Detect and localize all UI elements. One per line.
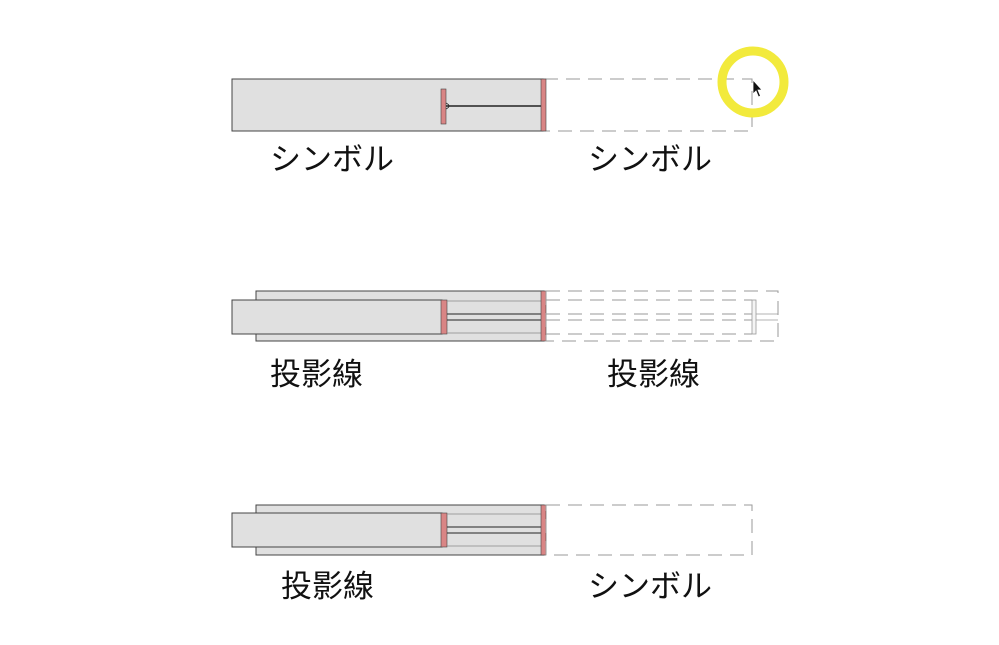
row-1-column-section — [540, 78, 547, 132]
row-3-left-label: 投影線 — [281, 569, 374, 605]
row-1-beam-flange-left — [440, 88, 447, 125]
yellow-ring-icon — [717, 46, 789, 118]
row-2-right-label: 投影線 — [607, 357, 700, 393]
row-3-column-section — [540, 504, 547, 556]
row-3-beam-flange — [440, 512, 448, 548]
row-1-left-panel — [231, 78, 545, 132]
row-2-column-section — [540, 290, 547, 342]
row-3-right-label: シンボル — [588, 569, 712, 605]
row-2-left-label: 投影線 — [270, 357, 363, 393]
row-2-right-outer-hidden — [545, 290, 779, 342]
row-3-front-panel — [231, 512, 443, 548]
row-2-right-end-plate — [751, 299, 757, 335]
row-2-diagram — [231, 290, 779, 342]
mouse-pointer-icon — [752, 78, 763, 98]
row-2-beam-flange — [440, 299, 448, 335]
row-1-left-label: シンボル — [270, 142, 394, 178]
row-3-right-panel-hidden — [545, 504, 753, 556]
row-1-beam-fillet — [445, 102, 450, 110]
row-1-right-label: シンボル — [588, 142, 712, 178]
cursor-highlight — [717, 46, 789, 118]
row-1-diagram — [231, 78, 753, 132]
row-2-front-panel — [231, 299, 443, 335]
row-3-diagram — [231, 504, 753, 556]
